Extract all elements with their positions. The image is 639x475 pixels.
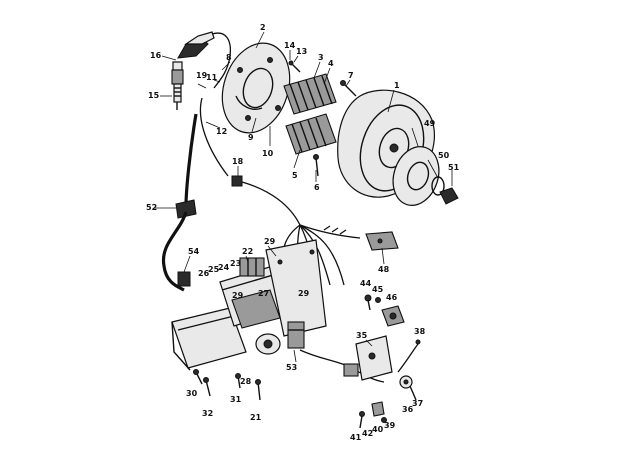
callout-38: 38 [414, 327, 426, 336]
callout-9: 9 [248, 133, 254, 142]
callout-26: 26 [198, 269, 210, 278]
callout-14: 14 [284, 41, 296, 50]
coil-screws [288, 60, 357, 177]
kill-switch [343, 363, 359, 377]
callout-25: 25 [208, 265, 220, 274]
callout-29b: 29 [232, 291, 244, 300]
callout-18: 18 [232, 157, 244, 166]
ht-lead [211, 32, 232, 89]
callout-49: 49 [424, 119, 436, 128]
callout-48: 48 [378, 265, 390, 274]
leader-lines [154, 31, 453, 363]
callout-29a: 29 [264, 237, 276, 246]
callout-52: 52 [146, 203, 157, 212]
callout-30: 30 [186, 389, 198, 398]
conduit-clamp [175, 199, 197, 219]
stator-plate [221, 42, 291, 134]
callout-28: 28 [240, 377, 252, 386]
callout-11: 11 [206, 73, 218, 82]
charging-coil-upper [283, 73, 337, 115]
callout-10: 10 [262, 149, 274, 158]
callout-46: 46 [386, 293, 398, 302]
callout-24: 24 [218, 263, 230, 272]
cdi-module [231, 289, 281, 355]
regulator [287, 321, 305, 349]
connector-bracket [365, 231, 399, 251]
callout-39: 39 [384, 421, 396, 430]
callout-51: 51 [448, 163, 460, 172]
callouts: 1 2 3 4 5 6 7 8 9 10 11 12 13 14 15 16 1… [146, 23, 460, 442]
cdi-grommet [177, 271, 191, 287]
callout-27: 27 [258, 289, 269, 298]
callout-32: 32 [202, 409, 213, 418]
lighting-coil-lower [285, 113, 337, 155]
hardware-stack [359, 401, 387, 429]
callout-23: 23 [230, 259, 241, 268]
terminal-block [239, 257, 265, 277]
terminal-cluster [399, 375, 417, 401]
starter-cup [392, 146, 440, 206]
pigtail-lead [397, 343, 419, 373]
callout-42: 42 [362, 429, 373, 438]
callout-6: 6 [314, 183, 320, 192]
callout-45: 45 [372, 285, 384, 294]
callout-29c: 29 [298, 289, 310, 298]
callout-16: 16 [150, 51, 162, 60]
callout-41: 41 [350, 433, 362, 442]
callout-15: 15 [148, 91, 160, 100]
control-button [381, 305, 405, 327]
callout-22: 22 [242, 247, 253, 256]
callout-40: 40 [372, 425, 384, 434]
switch-bracket [355, 335, 393, 381]
flywheel-nut [439, 187, 459, 205]
conduit-loop [161, 211, 188, 292]
callout-4: 4 [328, 59, 334, 68]
callout-7: 7 [348, 71, 354, 80]
callout-31: 31 [230, 395, 242, 404]
callout-19: 19 [196, 71, 208, 80]
callout-50: 50 [438, 151, 450, 160]
callout-5: 5 [292, 171, 298, 180]
spark-plug-cap [177, 31, 215, 59]
callout-3: 3 [318, 53, 324, 62]
callout-44: 44 [360, 279, 372, 288]
callout-37: 37 [412, 399, 423, 408]
callout-54: 54 [188, 247, 200, 256]
callout-35: 35 [356, 331, 368, 340]
callout-13: 13 [296, 47, 307, 56]
callout-2: 2 [260, 23, 266, 32]
callout-36: 36 [402, 405, 414, 414]
nut-45 [375, 297, 381, 303]
callout-12: 12 [216, 127, 227, 136]
cdi-box-cover [171, 307, 247, 371]
stator-lead [199, 97, 229, 177]
ht-lead-conduit [184, 113, 198, 207]
mounting-screws [193, 369, 261, 401]
spark-plug [171, 61, 184, 110]
harness-grommet [231, 175, 243, 187]
flywheel-washer [431, 176, 445, 196]
callout-21: 21 [250, 413, 262, 422]
callout-8: 8 [226, 53, 232, 62]
callout-53: 53 [286, 363, 297, 372]
callout-1: 1 [394, 81, 400, 90]
